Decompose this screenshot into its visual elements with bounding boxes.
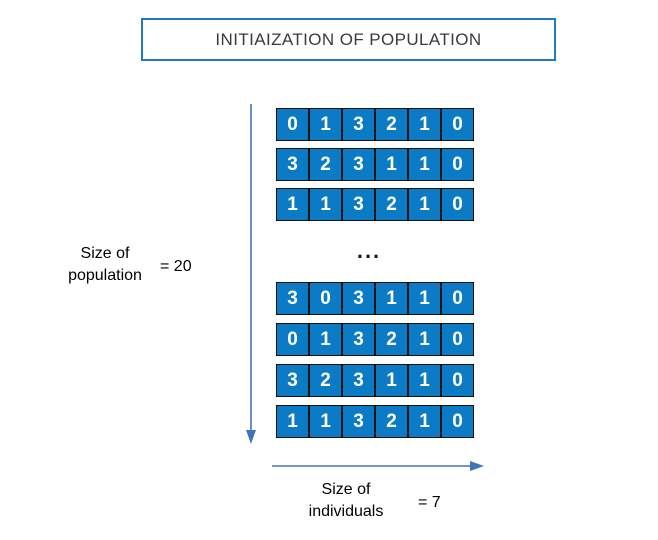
gene-cell: 0 [441, 148, 474, 181]
ellipsis-marker: ... [356, 238, 382, 263]
gene-cell: 1 [309, 323, 342, 356]
gene-cell: 1 [408, 282, 441, 315]
population-size-arrow [244, 104, 258, 444]
gene-cell: 1 [375, 364, 408, 397]
gene-cell: 1 [408, 148, 441, 181]
gene-cell: 0 [441, 364, 474, 397]
gene-cell: 2 [375, 323, 408, 356]
gene-cell: 3 [342, 323, 375, 356]
individual-size-label-line2: individuals [308, 502, 384, 520]
gene-cell: 0 [441, 323, 474, 356]
gene-cell: 1 [408, 188, 441, 221]
gene-cell: 1 [375, 148, 408, 181]
gene-cell: 2 [375, 405, 408, 438]
individual-size-value: = 7 [418, 494, 441, 511]
gene-cell: 0 [441, 282, 474, 315]
individual-size-arrow [272, 458, 484, 474]
gene-cell: 1 [309, 405, 342, 438]
gene-cell: 3 [276, 282, 309, 315]
gene-cell: 2 [375, 108, 408, 141]
gene-cell: 3 [342, 108, 375, 141]
gene-cell: 1 [276, 188, 309, 221]
gene-cell: 2 [375, 188, 408, 221]
gene-cell: 0 [441, 188, 474, 221]
gene-cell: 1 [408, 108, 441, 141]
page-title: INITIAIZATION OF POPULATION [215, 29, 482, 49]
gene-cell: 3 [342, 405, 375, 438]
gene-cell: 3 [342, 282, 375, 315]
gene-cell: 1 [408, 323, 441, 356]
individual-size-label-line1: Size of [321, 481, 371, 498]
chromosome-row: 3 2 3 1 1 0 [276, 148, 474, 181]
gene-cell: 1 [408, 405, 441, 438]
gene-cell: 3 [342, 148, 375, 181]
chromosome-row: 1 1 3 2 1 0 [276, 405, 474, 438]
gene-cell: 1 [309, 188, 342, 221]
chromosome-row: 0 1 3 2 1 0 [276, 323, 474, 356]
gene-cell: 0 [441, 108, 474, 141]
title-banner: INITIAIZATION OF POPULATION [141, 18, 556, 61]
gene-cell: 2 [309, 364, 342, 397]
gene-cell: 1 [375, 282, 408, 315]
gene-cell: 2 [309, 148, 342, 181]
chromosome-row: 1 1 3 2 1 0 [276, 188, 474, 221]
population-size-value: = 20 [160, 258, 192, 275]
chromosome-row: 3 0 3 1 1 0 [276, 282, 474, 315]
gene-cell: 0 [276, 108, 309, 141]
gene-cell: 1 [276, 405, 309, 438]
population-size-label-line1: Size of [80, 245, 130, 262]
individual-size-label: Size of individuals [272, 479, 420, 522]
population-size-label: Size of population [30, 243, 180, 286]
chromosome-row: 3 2 3 1 1 0 [276, 364, 474, 397]
gene-cell: 3 [342, 188, 375, 221]
population-size-label-line2: population [68, 266, 142, 284]
gene-cell: 1 [408, 364, 441, 397]
gene-cell: 0 [441, 405, 474, 438]
chromosome-row: 0 1 3 2 1 0 [276, 108, 474, 141]
gene-cell: 1 [309, 108, 342, 141]
gene-cell: 0 [309, 282, 342, 315]
gene-cell: 3 [276, 364, 309, 397]
gene-cell: 3 [276, 148, 309, 181]
gene-cell: 3 [342, 364, 375, 397]
gene-cell: 0 [276, 323, 309, 356]
